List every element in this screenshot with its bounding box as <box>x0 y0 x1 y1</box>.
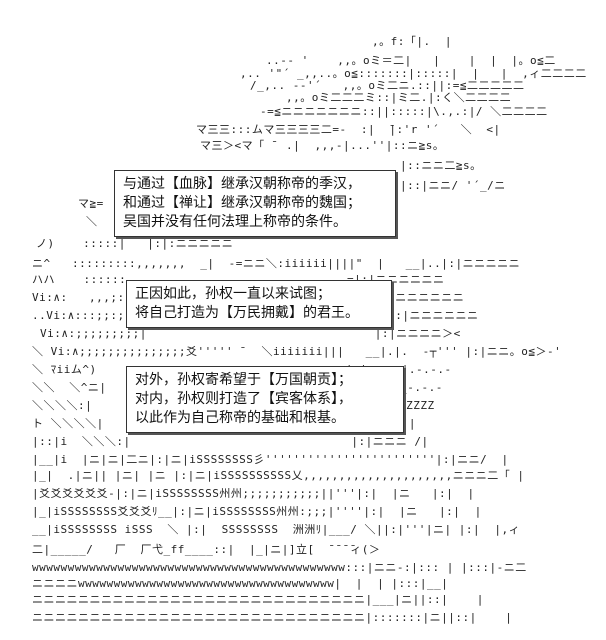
ascii-art-line: |::ニニ二≧s。 <box>400 159 482 172</box>
dialogue-line: 以此作为自己称帝的基础和根基。 <box>135 410 345 426</box>
ascii-art-line: 二|_____/ 厂 厂弋_ff____::| |_|ニ|]立[ ̄ ̄ ̄ ̄… <box>32 543 381 556</box>
dialogue-box-3: 对外，孙权寄希望于【万国朝贡】； 对内，孙权则打造了【宾客体系】， 以此作为自己… <box>126 366 404 433</box>
dialogue-line: 正因如此，孙权一直以来试图； <box>135 286 331 302</box>
ascii-art-line: ,.. '"´ _,,..。o≦:::::::|:::::| | | ,ィ二二二… <box>240 67 587 80</box>
ascii-art-line: ニニニニニニニニニニニニニニニニニニニニニニニニニニニニニ|:::::::|ニ|… <box>32 611 513 624</box>
ascii-art-line: ,。f:「|. | <box>372 35 481 48</box>
ascii-art-line: ,,。oミ二二二ミ::|ミ二.|:く＼二二二二 <box>286 91 512 104</box>
dialogue-box-1: 与通过【血脉】继承汉朝称帝的季汉， 和通过【禅让】继承汉朝称帝的魏国； 吴国并没… <box>114 170 396 237</box>
dialogue-line: 吴国并没有任何法理上称帝的条件。 <box>123 214 347 230</box>
ascii-art-line: |::|ニニ/ '´_/ニ <box>400 179 506 192</box>
ascii-art-line: __|iSSSSSSSS iSSS ＼ |:| SSSSSSSS 洲洲ﾘ|___… <box>32 523 521 536</box>
ascii-art-line: マ三＞<マ「 ̄ .| ,,,-|...''|::ニ≧s。 <box>200 139 445 152</box>
ascii-art-line: マ三三:::ムマ三三三三二=- :| ̄|:'r '´ ＼ <| <box>196 123 501 136</box>
ascii-art-line: /_,.. -‐'´ ,,。oミ二ニ.::||:=≦二二二二二 <box>250 79 525 92</box>
ascii-art-line: |__|i |ニ|ニ|二ニ|:|ニ|iSSSSSSSS彡''''''''''''… <box>32 453 509 466</box>
dialogue-line: 和通过【禅让】继承汉朝称帝的魏国； <box>123 195 361 211</box>
ascii-art-line: |_| .|ニ|| |ニ| |ニ |:|ニ|iSSSSSSSSSS乂,,,,,,… <box>32 469 525 482</box>
ascii-art-line: |爻爻爻爻爻爻-|:|ニ|iSSSSSSSS州州;;;;;;;;;;;||'''… <box>32 487 475 500</box>
ascii-art-line: ..-‐ ' ,,。oミ＝二| | | | |。o≦二 <box>266 54 556 67</box>
ascii-art-line: ニニニニwwwwwwwwwwwwwwwwwwwwwwwwwwwwwwwwwwww… <box>32 577 449 590</box>
ascii-art-line: ノ) :::::| |:|:ニニニニニ <box>36 237 234 250</box>
dialogue-line: 对内，孙权则打造了【宾客体系】， <box>135 391 352 407</box>
ascii-art-line: ハハ ::::::, =|:|ニニニニニニ <box>32 273 445 286</box>
ascii-art-line: ニ^ :::::::::,,,,,,, _| -=ニニ＼:iiiiii||||"… <box>32 257 521 270</box>
dialogue-line: 对外，孙权寄希望于【万国朝贡】； <box>135 372 352 388</box>
dialogue-line: 将自己打造为【万民拥戴】的君王。 <box>135 305 359 321</box>
dialogue-line: 与通过【血脉】继承汉朝称帝的季汉， <box>123 176 361 192</box>
ascii-art-line: Vi:∧:;;;;;;;;;| |:|ニニニニ＞< <box>40 327 461 340</box>
ascii-art-line: |_|iSSSSSSSS爻爻爻ﾘ__|:|ニ|iSSSSSSSS州州:;;;|'… <box>32 505 482 518</box>
ascii-art-line: |::|i ＼＼＼:| |:|ニニニ /| <box>32 435 429 448</box>
ascii-art-line: -=≦ニニニニニニニ::||:::::|\.,.:|/ ＼二二二二 <box>260 105 548 118</box>
ascii-art-line: wwwwwwwwwwwwwwwwwwwwwwwwwwwwwwwwwwwwwwww… <box>32 561 527 574</box>
ascii-art-line: ニニニニニニニニニニニニニニニニニニニニニニニニニニニニニ|___|ニ||::|… <box>32 593 484 606</box>
ascii-art-line: ＼ Vi:∧;;;;;;;;;;;;;;;爻''''' ̄ ＼iiiiiii||… <box>32 345 562 358</box>
dialogue-box-2: 正因如此，孙权一直以来试图； 将自己打造为【万民拥戴】的君王。 <box>126 280 392 328</box>
